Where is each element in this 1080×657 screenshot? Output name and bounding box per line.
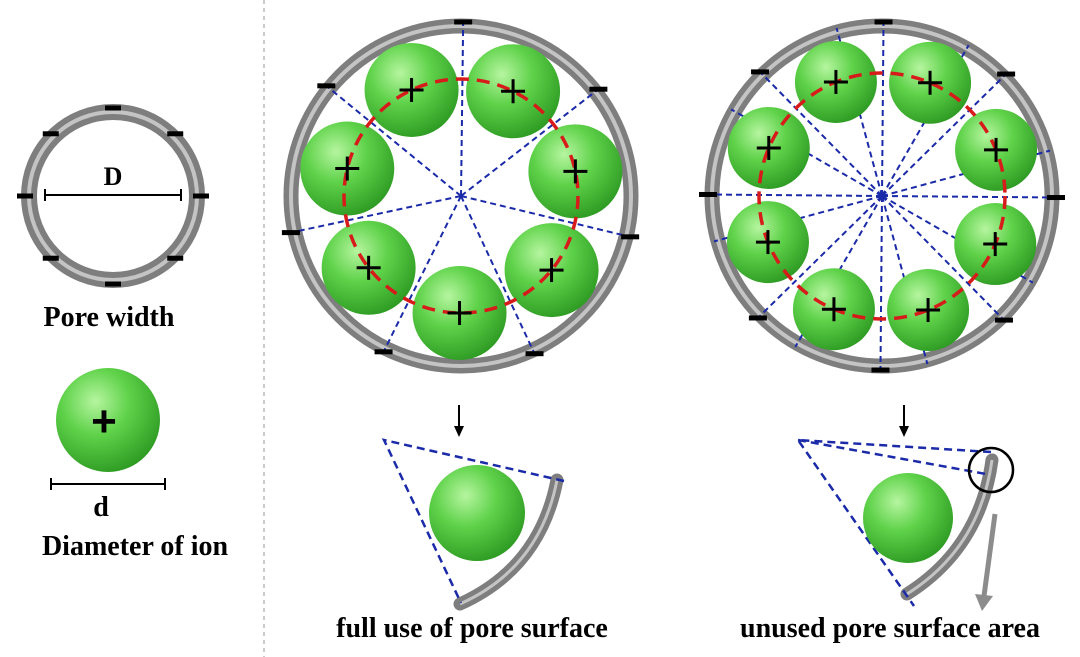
legend-minus-signs: [17, 105, 209, 287]
minus-icon: [105, 105, 121, 111]
sector-line: [881, 195, 1057, 199]
unused-area-arrow-shaft: [981, 513, 998, 597]
pore-seven-ions: [281, 18, 640, 374]
sector-line: [325, 85, 462, 197]
unused-area-label: unused pore surface area: [740, 613, 1040, 644]
sector-detail-full: full use of pore surface: [336, 438, 608, 644]
pore-diameter-label: D: [104, 162, 123, 191]
down-arrow-icon: [899, 405, 909, 437]
pore-wall-highlight: [289, 24, 633, 368]
legend-ion: + d Diameter of ion: [42, 368, 229, 562]
minus-icon: [871, 367, 890, 373]
minus-icon: [374, 349, 393, 355]
minus-icon: [42, 255, 59, 261]
pore-minus-signs: [699, 19, 1065, 373]
unused-area-highlight-circle: [967, 446, 1015, 494]
minus-icon: [1046, 195, 1065, 201]
minus-icon: [748, 315, 767, 321]
minus-icon: [751, 69, 770, 75]
ion-plus-signs: [755, 69, 1009, 323]
minus-icon: [17, 193, 33, 199]
minus-icon: [167, 255, 184, 261]
sector-line: [881, 195, 1005, 321]
ion-center-circle: [757, 71, 1007, 321]
sector-line: [382, 195, 462, 353]
pore-wall-segment-highlight: [906, 459, 994, 596]
ion-sphere-icon: [56, 368, 160, 472]
sector-line: [881, 73, 1007, 197]
minus-icon: [874, 19, 893, 25]
minus-icon: [281, 230, 300, 236]
ion-sphere: [863, 473, 953, 563]
minus-icon: [589, 86, 608, 92]
sector-line: [879, 195, 883, 371]
sector-line: [460, 22, 465, 197]
minus-icon: [525, 351, 544, 357]
ion-diameter-label: d: [93, 492, 109, 523]
minus-icon: [994, 317, 1013, 323]
legend-pore: D Pore width: [17, 104, 209, 333]
pore-minus-signs: [281, 19, 640, 357]
sector-line: [757, 195, 883, 319]
sector-lines: [290, 22, 631, 355]
sector-line: [759, 71, 883, 197]
ion-sphere: [429, 465, 525, 561]
sector-line: [881, 21, 885, 197]
sector-line: [290, 195, 462, 234]
sector-line: [460, 195, 536, 355]
sector-inner-line: [797, 438, 987, 476]
minus-icon: [105, 281, 121, 287]
minus-icon: [42, 131, 59, 137]
minus-icon: [317, 83, 336, 89]
minus-icon: [621, 234, 640, 240]
sector-line: [460, 88, 599, 197]
full-use-label: full use of pore surface: [336, 613, 608, 644]
plus-icon: +: [91, 397, 117, 446]
minus-icon: [997, 71, 1016, 77]
diameter-of-ion-label: Diameter of ion: [42, 531, 229, 562]
sector-line: [460, 195, 631, 238]
ion-center-circle: [342, 77, 580, 315]
minus-icon: [167, 131, 184, 137]
ion-plus-signs: [335, 77, 588, 325]
sector-boundary: [381, 438, 565, 604]
sector-line: [707, 193, 883, 197]
minus-icon: [193, 193, 209, 199]
minus-icon: [699, 191, 718, 197]
down-arrow-icon: [454, 405, 464, 437]
unused-area-arrow-head: [975, 594, 993, 611]
pore-width-label: Pore width: [44, 302, 175, 333]
minus-icon: [454, 19, 473, 25]
pore-wall-segment-highlight: [459, 479, 559, 606]
pore-eight-ions: [699, 18, 1065, 374]
sector-detail-unused: unused pore surface area: [740, 438, 1040, 644]
sector-boundary: [795, 438, 992, 607]
